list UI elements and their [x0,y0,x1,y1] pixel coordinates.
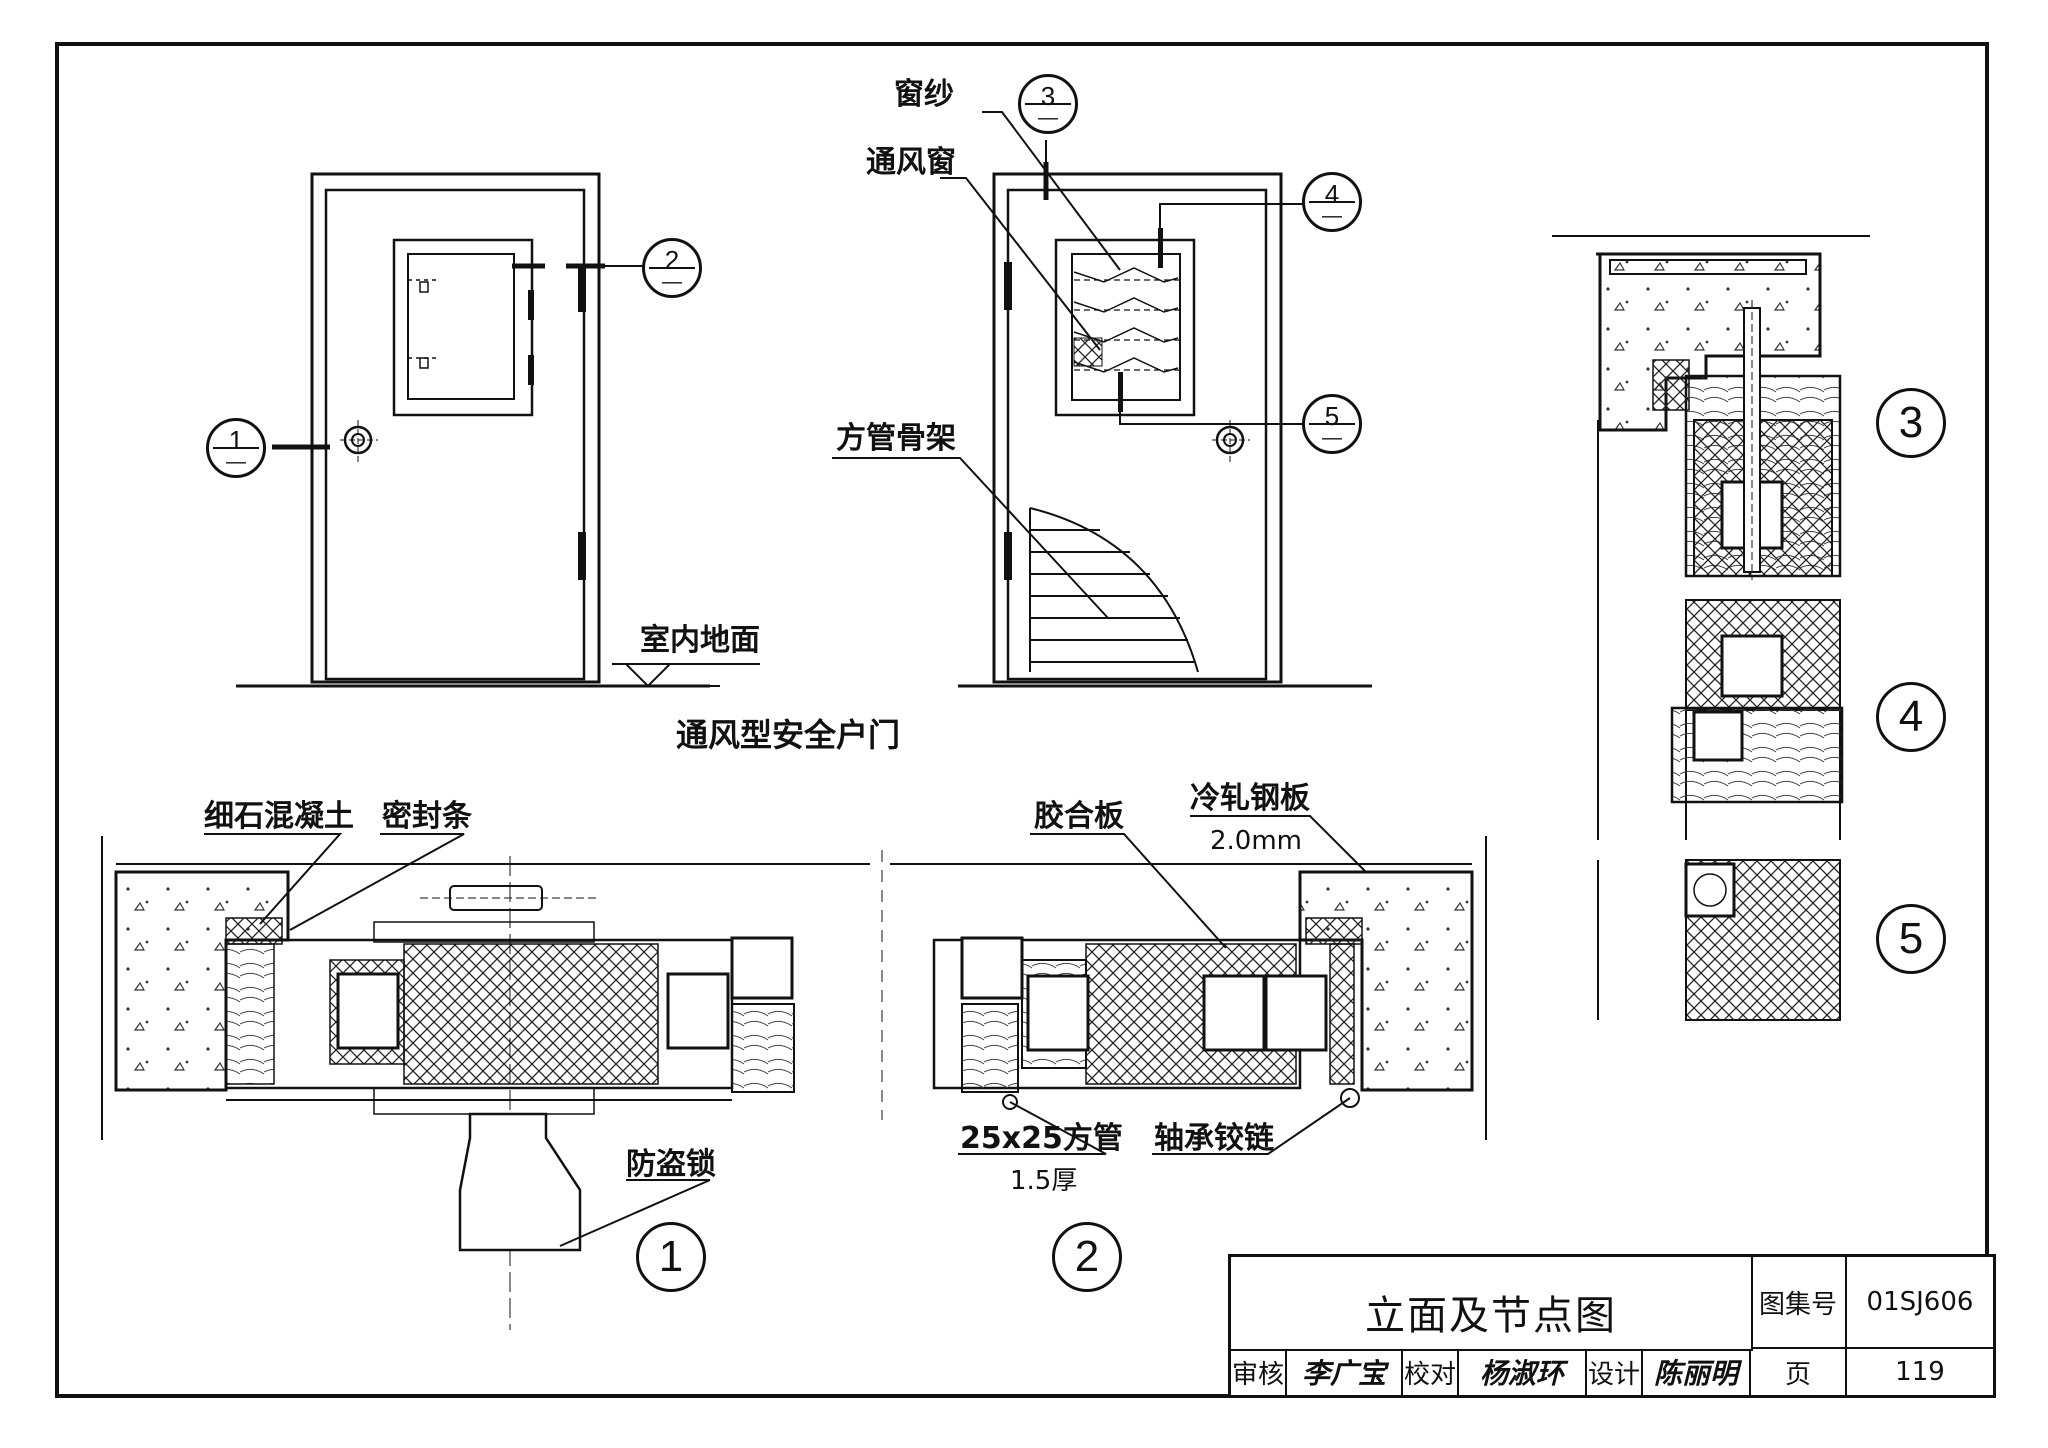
door-elevation-back [832,111,1372,688]
detail-number-4: 4 [1876,682,1946,752]
elevation-caption: 通风型安全户门 [676,716,901,754]
section-marker-4: 4— [1302,172,1362,232]
section-marker-3: 3— [1018,74,1078,134]
vertical-section [1552,235,1870,1021]
label-square-tube: 25x25方管 [960,1121,1123,1156]
detail-number-3: 3 [1876,388,1946,458]
detail-number-5: 5 [1876,904,1946,974]
label-screen: 窗纱 [894,77,954,112]
sheet-border [55,42,1989,1398]
label-tube-frame: 方管骨架 [836,421,956,456]
design-label: 设计 [1587,1349,1643,1395]
label-cold-rolled-thickness: 2.0mm [1210,826,1303,856]
section-marker-1: 1— [206,418,266,478]
label-vent-window: 通风窗 [866,145,956,180]
page-number: 119 [1895,1357,1945,1387]
label-plywood: 胶合板 [1034,799,1124,834]
label-indoor-floor: 室内地面 [640,623,760,658]
atlas-no: 01SJ606 [1847,1257,1993,1349]
detail-number-2: 2 [1052,1222,1122,1292]
title-cell: 立面及节点图 [1231,1257,1753,1351]
label-cold-rolled-plate: 冷轧钢板 [1190,781,1310,816]
label-bearing-hinge: 轴承铰链 [1154,1121,1274,1156]
page-label: 页 [1751,1349,1847,1395]
section-marker-2: 2— [642,238,702,298]
atlas-no-label: 图集号 [1751,1257,1847,1349]
check-label: 校对 [1403,1349,1459,1395]
review-label: 审核 [1231,1349,1287,1395]
title-block: 立面及节点图 图集号 01SJ606 审核 李广宝 校对 杨淑环 设计 陈丽明 … [1228,1254,1996,1398]
detail-number-1: 1 [636,1222,706,1292]
drawing-title: 立面及节点图 [1365,1293,1617,1339]
label-anti-theft-lock: 防盗锁 [626,1147,716,1182]
horizontal-section [101,815,1487,1330]
check-signature: 杨淑环 [1459,1349,1587,1395]
label-square-tube-thickness: 1.5厚 [1010,1166,1078,1196]
door-elevation-front [236,172,760,688]
review-signature: 李广宝 [1287,1349,1403,1395]
label-seal-strip: 密封条 [382,799,472,834]
section-marker-5: 5— [1302,394,1362,454]
label-fine-concrete: 细石混凝土 [204,799,354,834]
design-signature: 陈丽明 [1643,1349,1751,1395]
